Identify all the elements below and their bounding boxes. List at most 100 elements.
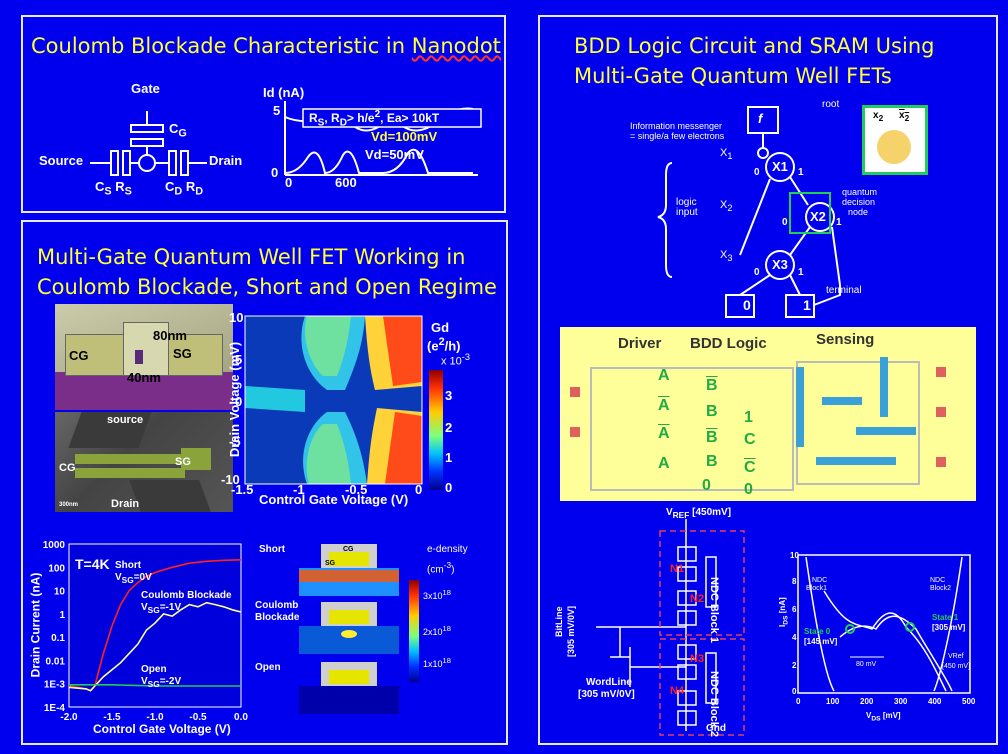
ed-colorbar (409, 580, 419, 682)
ndc-block2-a: NDC (930, 577, 946, 584)
bdd-inset: x2 x2 (862, 105, 928, 175)
bdd-one-2: 1 (836, 217, 842, 228)
gd-xtick-m1.5: -1.5 (231, 482, 254, 497)
iv-ytick: 1 (59, 610, 65, 621)
bdd-one-3: 1 (798, 267, 804, 278)
bdd-qdn-3: node (848, 207, 869, 217)
bdd-left-A-3: A (658, 425, 670, 442)
bdd-tree (657, 106, 841, 318)
ed-cb-label1: Coulomb (255, 600, 299, 611)
sram-vref: VREF [450mV] (666, 507, 732, 520)
iv-cb-label: Coulomb Blockade (141, 590, 232, 601)
device-sg-label: SG (173, 346, 192, 361)
ed-cb-label2: Blockade (255, 612, 300, 623)
iv-chart-bg (69, 544, 241, 707)
bdd-node-x3: X3 (772, 257, 788, 272)
ndc-ytick-10: 10 (790, 551, 799, 560)
bdd-title-1: BDD Logic Circuit and SRAM Using (574, 34, 935, 58)
bdd-node-x2: X2 (810, 209, 826, 224)
ndc-ytick-2: 2 (792, 661, 797, 670)
bdd-root: root (822, 99, 840, 110)
id-tick-5: 5 (273, 103, 281, 118)
ndc-block2-b: Block2 (930, 585, 952, 592)
cs-rs-label: CS RS (95, 179, 132, 198)
device-3d-image (55, 304, 233, 410)
bdd-left-A-2: A (658, 397, 670, 414)
sram-block1: NDC Block 1 (708, 577, 720, 644)
iv-xtick: -1.5 (103, 712, 121, 723)
ed-tick-3: 3x1018 (423, 588, 451, 601)
bdd-layout: Driver BDD Logic Sensing (560, 327, 976, 501)
ndc-block1-a: NDC (812, 577, 828, 584)
ndc-xtick-300: 300 (894, 697, 908, 706)
gd-cb-tick-2: 2 (445, 420, 453, 435)
iv-ytick: 1E-3 (44, 680, 66, 691)
sram-n3: N3 (690, 653, 705, 665)
gd-xtick-m1: -1 (293, 482, 305, 497)
sem-cg-label: CG (59, 462, 76, 474)
iv-series-line (68, 601, 242, 692)
bdd-driver-label: Driver (618, 335, 662, 352)
iv-short-v: VSG=0V (115, 572, 152, 585)
bdd-f: f (758, 111, 763, 126)
nanodot-id-plot (284, 101, 482, 176)
iv-series-line (69, 684, 241, 687)
bdd-info2: = single/a few electrons (630, 131, 725, 141)
iv-ytick: 1E-4 (44, 703, 66, 714)
ndc-vref1: VRef (948, 653, 964, 660)
device-80nm-label: 80nm (153, 328, 187, 343)
ed-title: e-density (427, 544, 468, 555)
bdd-logic-label: BDD Logic (690, 335, 767, 352)
iv-short-label: Short (115, 560, 142, 571)
iv-cb-v: VSG=-1V (141, 602, 182, 615)
ndc-chart (797, 554, 971, 694)
bdd-node-x1: X1 (772, 159, 788, 174)
sram-n4: N4 (670, 685, 685, 697)
ndc-80mv: 80 mV (856, 661, 877, 668)
gd-axes (244, 315, 423, 485)
ndc-ytick-6: 6 (792, 605, 797, 614)
ed-tick-2: 2x1018 (423, 624, 451, 637)
drain-label: Drain (209, 153, 243, 168)
gd-xtick-0: 0 (415, 482, 423, 497)
sem-source-label: source (107, 414, 144, 426)
bdd-left-A-4: A (658, 455, 670, 472)
iv-xtick: -2.0 (60, 712, 78, 723)
bdd-one-1: 1 (798, 167, 804, 178)
bdd-zero-2: 0 (782, 217, 788, 228)
bdd-x3: X3 (720, 249, 733, 264)
gate-label: Gate (131, 81, 160, 96)
sem-drain-label: Drain (111, 498, 140, 510)
bdd-right-Cbar: C (744, 459, 756, 476)
iv-ytick: 0.1 (51, 633, 65, 644)
bdd-x2: X2 (720, 199, 733, 214)
bdd-qdn-1: quantum (842, 187, 878, 197)
panel-multigate: Multi-Gate Quantum Well FET Working in C… (21, 220, 508, 745)
gd-xlabel: Control Gate Voltage (V) (259, 492, 409, 507)
gd-ytick-5: 5 (235, 352, 243, 367)
bdd-title-2: Multi-Gate Quantum Well FETs (574, 64, 892, 88)
bdd-right-1: 1 (744, 409, 753, 426)
sem-scalebar-label: 300nm (59, 502, 79, 508)
gd-cb-scale: x 10-3 (441, 352, 470, 368)
ndc-ylabel: IDS [nA] (778, 597, 790, 627)
iv-t4k: T=4K (75, 556, 110, 572)
ed-cg-label: CG (343, 546, 354, 553)
bdd-term-1: 1 (803, 297, 811, 313)
ndc-xtick-100: 100 (826, 697, 840, 706)
ndc-ytick-8: 8 (792, 577, 797, 586)
iv-chart: 10001001010.10.011E-31E-4-2.0-1.5-1.0-0.… (43, 540, 249, 723)
iv-xlabel: Control Gate Voltage (V) (93, 722, 231, 736)
bdd-mid-B-4: B (706, 453, 718, 470)
gd-cb-title2: (e2/h) (427, 336, 461, 354)
bdd-mid-B-1: B (706, 377, 718, 394)
ed-unit: (cm-3) (427, 560, 455, 576)
bdd-logic-input-1: logic (676, 197, 697, 208)
device-40nm-label: 40nm (127, 370, 161, 385)
bdd-right-0: 0 (744, 481, 753, 498)
bdd-sensing-label: Sensing (816, 331, 875, 348)
gd-contour-map (245, 316, 422, 484)
bdd-x1: X1 (720, 147, 733, 162)
ndc-block1-b: Block1 (806, 585, 828, 592)
bdd-terminal: terminal (826, 285, 862, 296)
